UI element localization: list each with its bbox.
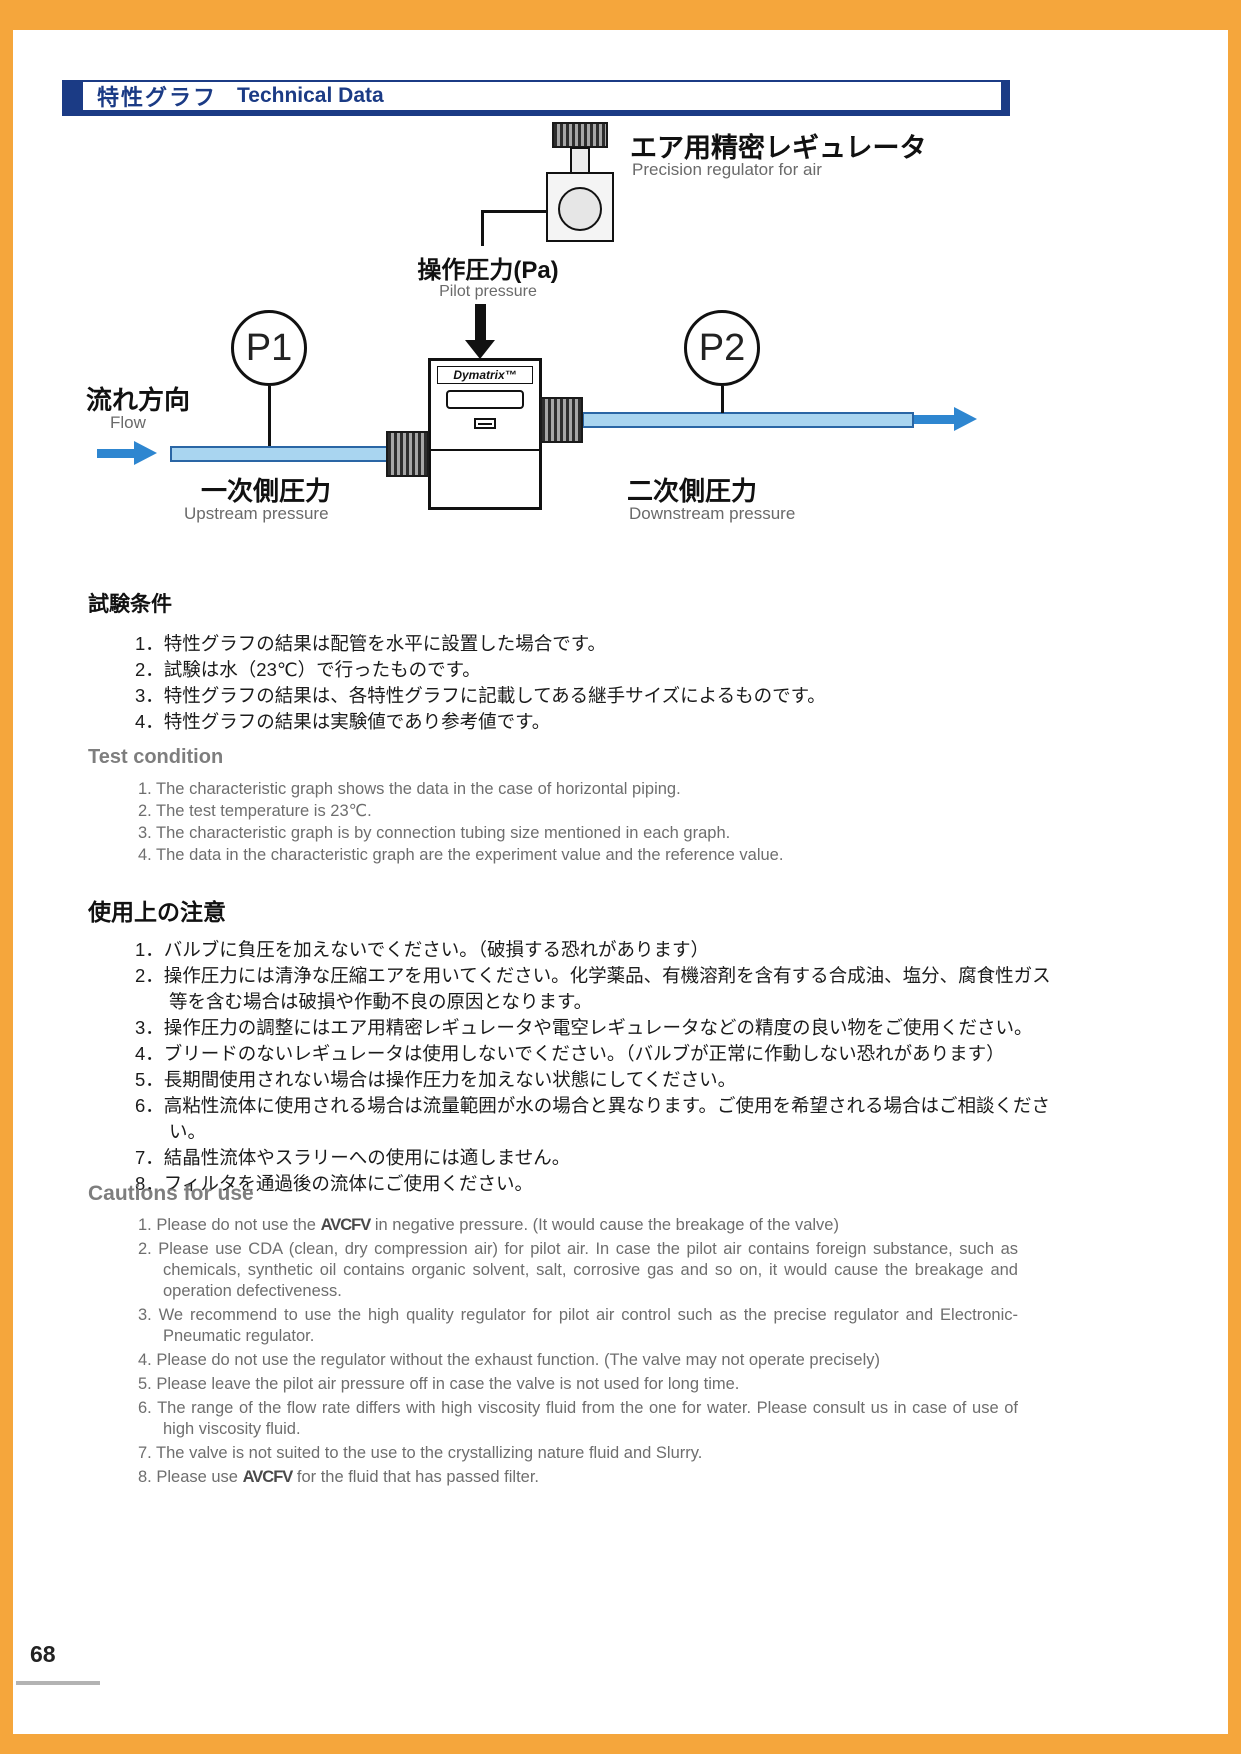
list-item: 1. The characteristic graph shows the da… <box>138 780 681 798</box>
pilot-pressure-label-en: Pilot pressure <box>439 283 537 300</box>
cautions-en-heading: Cautions for use <box>88 1182 254 1205</box>
list-item: 2．操作圧力には清浄な圧縮エアを用いてください。化学薬品、有機溶剤を含有する合成… <box>135 965 1051 1012</box>
upstream-pressure-label-en: Upstream pressure <box>184 504 329 523</box>
test-conditions-ja-list: 1．特性グラフの結果は配管を水平に設置した場合です。 2．試験は水（23℃）で行… <box>135 631 1060 735</box>
gauge-p1-stem <box>268 386 271 446</box>
valve-body: Dymatrix™ <box>428 358 542 510</box>
upstream-pipe <box>170 446 388 462</box>
valve-display-window <box>446 390 524 409</box>
pilot-arrow-shaft <box>475 304 486 340</box>
upstream-fitting <box>386 431 429 477</box>
list-item: 4．特性グラフの結果は実験値であり参考値です。 <box>135 711 551 732</box>
page-title-ja: 特性グラフ <box>97 85 218 110</box>
regulator-gauge-circle <box>558 187 602 231</box>
cautions-ja-heading: 使用上の注意 <box>88 899 226 925</box>
list-item: 5. Please leave the pilot air pressure o… <box>138 1375 740 1393</box>
test-conditions-en-heading: Test condition <box>88 746 224 768</box>
list-item: 2．試験は水（23℃）で行ったものです。 <box>135 659 481 680</box>
downstream-pressure-label-ja: 二次側圧力 <box>627 476 758 506</box>
downstream-fitting <box>540 397 583 443</box>
flow-arrow-left-shaft <box>97 449 134 458</box>
flow-arrow-left-icon <box>134 441 157 465</box>
list-item: 2. Please use CDA (clean, dry compressio… <box>138 1240 1018 1300</box>
gauge-p1: P1 <box>231 310 307 386</box>
list-item: 8．フィルタを通過後の流体にご使用ください。 <box>135 1173 534 1194</box>
cautions-ja-list: 1．バルブに負圧を加えないでください。（破損する恐れがあります） 2．操作圧力に… <box>135 937 1060 1197</box>
list-item: 4. Please do not use the regulator witho… <box>138 1351 881 1369</box>
valve-divider-line <box>431 449 539 451</box>
section-title-bar: 特性グラフ Technical Data <box>62 80 1010 116</box>
item-text: for the fluid that has passed filter. <box>292 1468 540 1486</box>
pilot-pressure-label-ja: 操作圧力(Pa) <box>417 257 559 284</box>
gauge-p2-stem <box>721 386 724 413</box>
pilot-arrow-head-icon <box>465 340 495 359</box>
list-item: 8. Please use AVCFV for the fluid that h… <box>138 1467 1018 1488</box>
top-border-bar <box>0 0 1241 30</box>
list-item: 5．長期間使用されない場合は操作圧力を加えない状態にしてください。 <box>135 1069 737 1090</box>
technical-diagram: Dymatrix™ P1 P2 エア用精密レギュレータ Precision re… <box>0 0 1241 560</box>
list-item: 3. The characteristic graph is by connec… <box>138 824 731 842</box>
regulator-stem <box>570 147 590 174</box>
item-text: 1. Please do not use the <box>138 1216 321 1234</box>
list-item: 6．高粘性流体に使用される場合は流量範囲が水の場合と異なります。ご使用を希望され… <box>135 1095 1050 1142</box>
list-item: 1. Please do not use the AVCFV in negati… <box>138 1215 1018 1236</box>
list-item: 3．操作圧力の調整にはエア用精密レギュレータや電空レギュレータなどの精度の良い物… <box>135 1017 1033 1038</box>
list-item: 2. The test temperature is 23℃. <box>138 802 372 820</box>
cautions-en-section: Cautions for use 1. Please do not use th… <box>88 1182 1103 1491</box>
right-border-bar <box>1228 30 1241 1754</box>
list-item: 4．ブリードのないレギュレータは使用しないでください。（バルブが正常に作動しない… <box>135 1043 1005 1064</box>
list-item: 4. The data in the characteristic graph … <box>138 846 784 864</box>
gauge-p2-label: P2 <box>698 326 746 369</box>
page-number-underline <box>16 1681 100 1685</box>
list-item: 1．特性グラフの結果は配管を水平に設置した場合です。 <box>135 633 606 654</box>
downstream-pipe <box>582 412 914 428</box>
regulator-knob <box>552 122 608 148</box>
list-item: 3. We recommend to use the high quality … <box>138 1306 1018 1345</box>
list-item: 6. The range of the flow rate differs wi… <box>138 1399 1018 1438</box>
flow-direction-label-en: Flow <box>110 413 146 432</box>
upstream-pressure-label-ja: 一次側圧力 <box>201 476 332 506</box>
list-item: 7．結晶性流体やスラリーへの使用には適しません。 <box>135 1147 571 1168</box>
gauge-p1-label: P1 <box>245 326 293 369</box>
list-item: 7. The valve is not suited to the use to… <box>138 1444 703 1462</box>
test-conditions-en-list: 1. The characteristic graph shows the da… <box>138 778 1018 866</box>
test-conditions-ja-heading: 試験条件 <box>88 593 172 616</box>
title-box: 特性グラフ Technical Data <box>81 80 1010 116</box>
regulator-label-ja: エア用精密レギュレータ <box>630 133 927 163</box>
downstream-pressure-label-en: Downstream pressure <box>629 504 796 523</box>
list-item: 1．バルブに負圧を加えないでください。（破損する恐れがあります） <box>135 939 709 960</box>
left-border-bar <box>0 30 13 1754</box>
bottom-border-bar <box>0 1734 1241 1754</box>
title-accent-block <box>62 80 81 116</box>
avcfv-logo: AVCFV <box>242 1468 294 1486</box>
list-item: 3．特性グラフの結果は、各特性グラフに記載してある継手サイズによるものです。 <box>135 685 826 706</box>
page-title-en: Technical Data <box>237 84 384 107</box>
flow-arrow-right-icon <box>954 407 977 431</box>
flow-arrow-right-shaft <box>914 415 954 424</box>
cautions-en-list: 1. Please do not use the AVCFV in negati… <box>138 1215 1018 1488</box>
valve-vent-icon <box>474 418 496 429</box>
item-text: 8. Please use <box>138 1468 243 1486</box>
cautions-ja-section: 使用上の注意 1．バルブに負圧を加えないでください。（破損する恐れがあります） … <box>88 893 1103 1197</box>
valve-brand-label: Dymatrix™ <box>437 366 533 384</box>
test-conditions-en-section: Test condition 1. The characteristic gra… <box>88 746 1103 866</box>
page-number: 68 <box>30 1641 56 1667</box>
pilot-line-vertical <box>481 210 484 246</box>
regulator-label-en: Precision regulator for air <box>632 160 822 179</box>
flow-direction-label-ja: 流れ方向 <box>86 385 191 415</box>
gauge-p2: P2 <box>684 310 760 386</box>
pilot-line-horizontal <box>481 210 548 213</box>
avcfv-logo: AVCFV <box>320 1216 372 1234</box>
item-text: in negative pressure. (It would cause th… <box>370 1216 839 1234</box>
test-conditions-ja-section: 試験条件 1．特性グラフの結果は配管を水平に設置した場合です。 2．試験は水（2… <box>88 588 1103 735</box>
